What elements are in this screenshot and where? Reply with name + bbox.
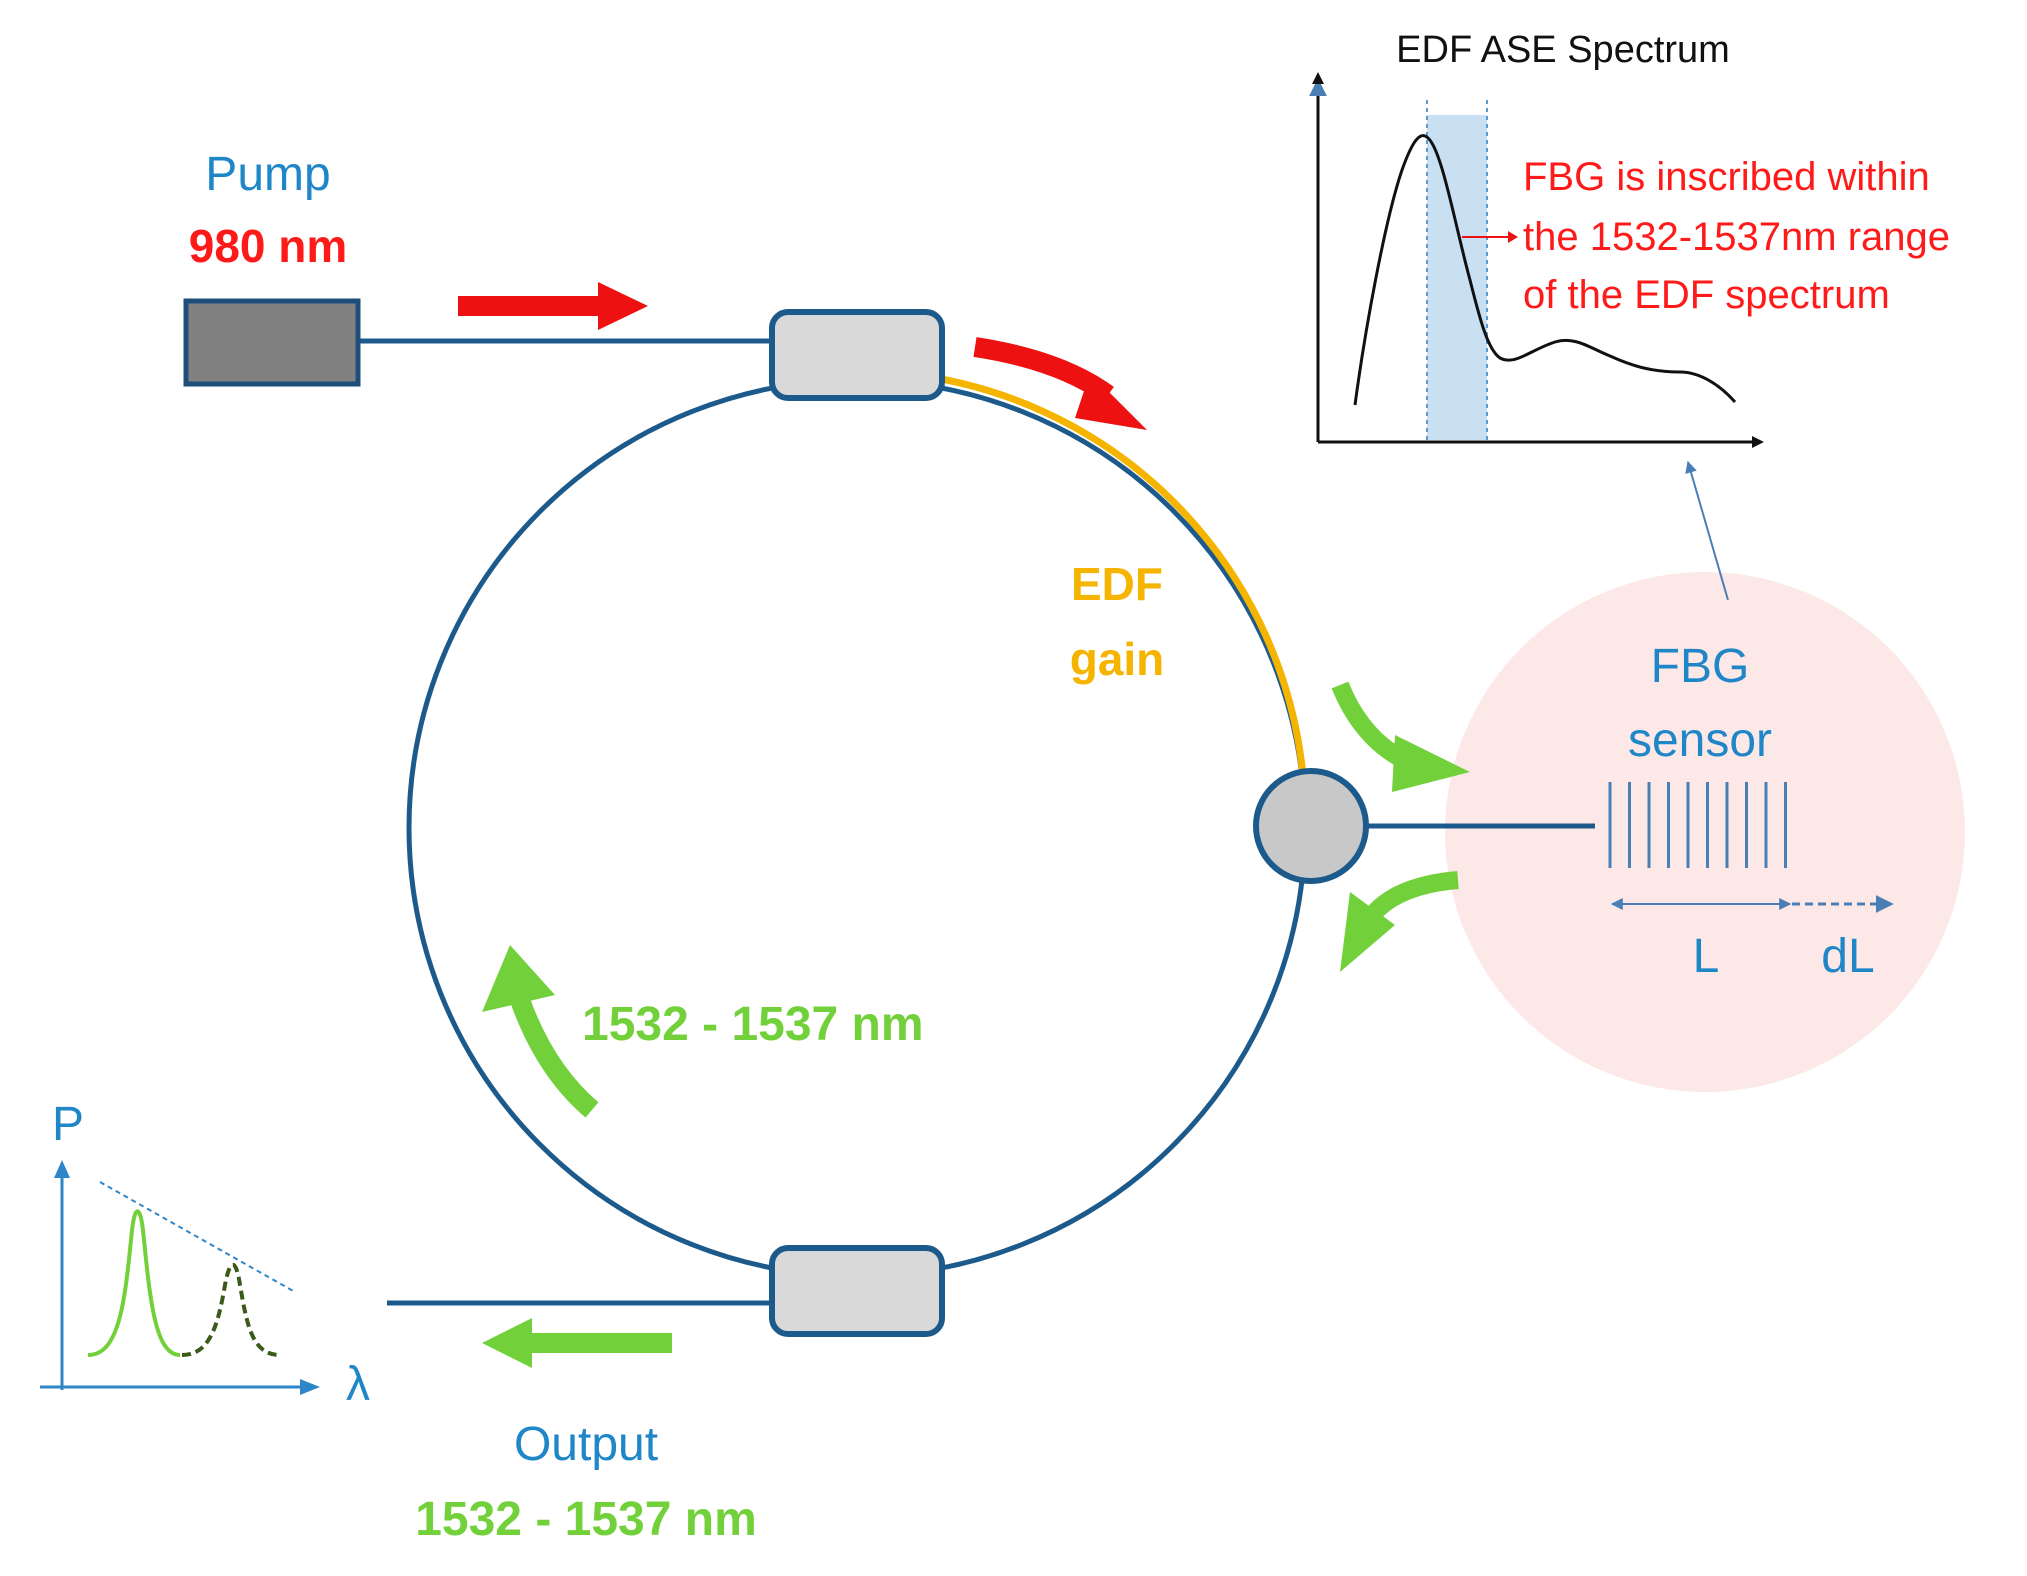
signal-arrow-to-fbg (1331, 681, 1470, 792)
circulator (1253, 768, 1369, 884)
edf-label-line1: EDF (1071, 558, 1163, 610)
sensor-label-line1: FBG (1651, 640, 1750, 693)
signal-arrow-from-fbg (1340, 871, 1459, 972)
pump-laser-box (183, 298, 361, 387)
pump-wavelength: 980 nm (189, 220, 348, 272)
annotation-line-2: the 1532-1537nm range (1523, 215, 1950, 259)
pump-arrow-straight (458, 282, 648, 330)
output-x-arrowhead (300, 1379, 320, 1395)
signal-arrow-output (482, 1318, 672, 1368)
spectrum-title: EDF ASE Spectrum (1396, 29, 1730, 71)
length-label: L (1693, 930, 1720, 983)
annotation-pointer-head (1508, 231, 1518, 243)
bottom-coupler (769, 1245, 945, 1337)
sensor-to-inset-connector (1685, 460, 1729, 601)
annotation-line-1: FBG is inscribed within (1523, 155, 1930, 199)
output-band: 1532 - 1537 nm (415, 1493, 757, 1546)
initial-peak (87, 1209, 181, 1357)
loop-band-label: 1532 - 1537 nm (582, 998, 924, 1051)
signal-arrow-loop (482, 945, 599, 1118)
ase-spectrum-inset (1309, 72, 1764, 448)
edf-gain-fiber (929, 373, 1309, 813)
peak-envelope-line (99, 1181, 296, 1293)
ase-curve (1353, 134, 1737, 406)
fbg-grating (1608, 782, 1787, 868)
edf-label-line2: gain (1070, 633, 1165, 685)
sensor-highlight-circle (1445, 572, 1965, 1092)
delta-length-label: dL (1821, 930, 1874, 983)
top-coupler (769, 309, 945, 401)
output-y-label: P (52, 1098, 84, 1151)
annotation-line-3: of the EDF spectrum (1523, 273, 1890, 317)
output-x-label: λ (346, 1358, 370, 1411)
pump-arrow-curved (973, 337, 1147, 430)
output-label: Output (514, 1418, 658, 1471)
output-y-arrowhead (54, 1160, 70, 1178)
spectrum-y-arrowhead (1312, 72, 1324, 84)
sensor-label-line2: sensor (1628, 714, 1772, 767)
spectrum-x-arrowhead (1752, 436, 1764, 448)
output-spectrum-plot (40, 1160, 320, 1395)
ring-fiber (406, 377, 1308, 1279)
shifted-peak (181, 1262, 281, 1357)
fbg-band-highlight (1427, 115, 1487, 440)
pump-label: Pump (205, 148, 330, 201)
